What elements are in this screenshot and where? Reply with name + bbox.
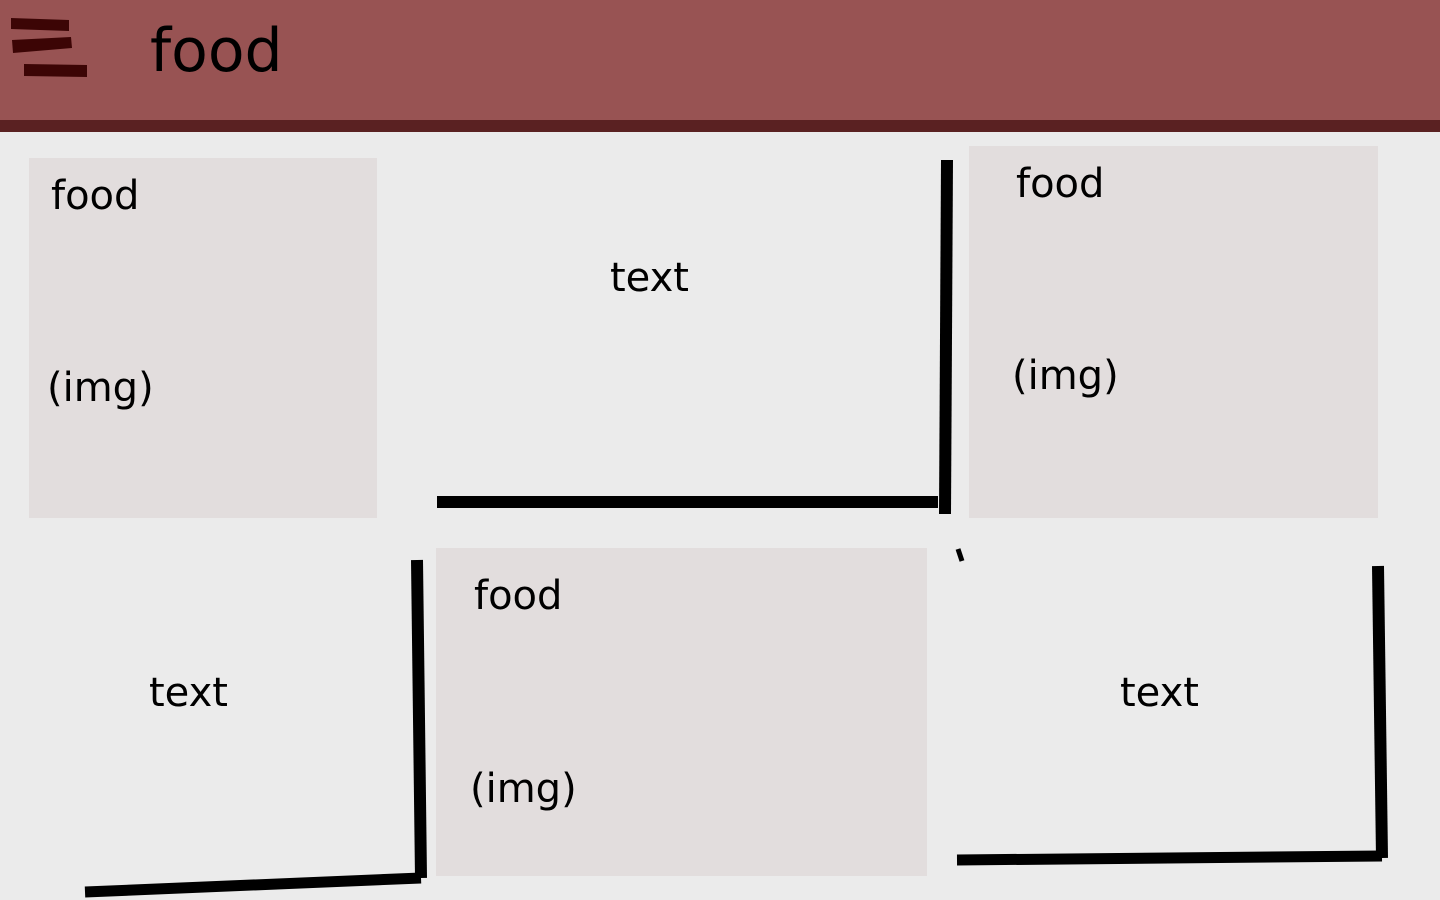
hamburger-menu-icon[interactable]	[8, 14, 92, 84]
food-card[interactable]: food (img)	[969, 146, 1378, 518]
card-image-placeholder: (img)	[1012, 353, 1119, 399]
card-title: food	[51, 173, 140, 219]
card-title: food	[474, 573, 563, 619]
card-image-placeholder: (img)	[47, 365, 154, 411]
card-image-placeholder: (img)	[470, 766, 577, 812]
food-card[interactable]: food (img)	[29, 158, 377, 518]
app-title: food	[150, 16, 283, 86]
text-block: text	[610, 255, 689, 301]
border-stroke	[84, 872, 422, 898]
card-title: food	[1016, 161, 1105, 207]
app-header: food	[0, 0, 1440, 132]
text-block: text	[149, 670, 228, 716]
border-stroke	[939, 159, 953, 515]
border-stroke	[1372, 565, 1388, 859]
stroke-tick	[955, 548, 965, 562]
border-stroke	[411, 559, 427, 879]
food-card[interactable]: food (img)	[436, 548, 927, 876]
border-stroke	[956, 850, 1383, 866]
text-block: text	[1120, 670, 1199, 716]
